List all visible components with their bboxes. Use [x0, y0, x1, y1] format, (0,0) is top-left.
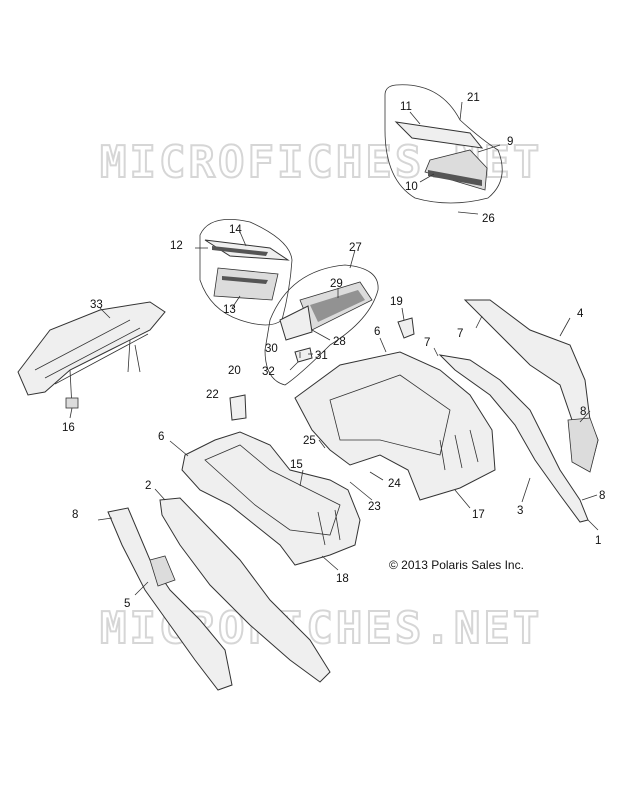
callout-4: 4 [577, 308, 584, 320]
callout-6-rear: 6 [374, 326, 380, 338]
part-17-inner [329, 374, 451, 456]
part-19-bracket [397, 317, 415, 339]
part-29-mesh [310, 290, 365, 322]
part-13-panel [213, 267, 279, 301]
callout-15: 15 [290, 459, 303, 471]
callout-17: 17 [472, 509, 485, 521]
callout-8-lower: 8 [599, 490, 605, 502]
callout-26: 26 [482, 213, 495, 225]
callout-8-upper: 8 [580, 406, 586, 418]
part-28-bracket [279, 305, 313, 341]
part-18-inner [204, 444, 341, 536]
part-10-vent [428, 170, 482, 186]
part-16-foot [65, 397, 79, 409]
part-18-floor-tub [181, 431, 361, 566]
callout-25: 25 [303, 435, 316, 447]
callout-6-front: 6 [158, 431, 164, 443]
group-outline-27-32 [264, 264, 379, 386]
callout-23: 23 [368, 501, 381, 513]
callout-11: 11 [400, 101, 412, 113]
callout-20: 20 [228, 365, 241, 377]
callout-10: 10 [405, 181, 418, 193]
callout-7-center: 7 [424, 337, 430, 349]
callout-27: 27 [349, 242, 362, 254]
callout-8-left: 8 [72, 509, 78, 521]
copyright-text: © 2013 Polaris Sales Inc. [389, 558, 524, 572]
group-outline-9-10-11 [384, 84, 503, 204]
part-33-tunnel [17, 301, 166, 396]
part-31-clip [294, 347, 313, 363]
callout-21: 21 [467, 92, 480, 104]
callout-22: 22 [206, 389, 219, 401]
part-17-ribs [439, 429, 479, 471]
part-2-rail [159, 497, 331, 683]
callout-24: 24 [388, 478, 401, 490]
callout-28: 28 [333, 336, 346, 348]
part-8-panel [567, 417, 599, 473]
part-18-ribs [317, 509, 341, 546]
callout-12: 12 [170, 240, 183, 252]
part-17-cargo-tub [294, 351, 496, 501]
callout-14: 14 [229, 224, 242, 236]
callout-13: 13 [223, 304, 236, 316]
leader-lines [69, 101, 599, 596]
callout-2: 2 [145, 480, 151, 492]
callout-30: 30 [265, 343, 278, 355]
part-14-vent [212, 246, 268, 256]
callout-19: 19 [390, 296, 403, 308]
callout-7-right: 7 [457, 328, 463, 340]
callout-1: 1 [595, 535, 601, 547]
callout-16: 16 [62, 422, 75, 434]
part-5-patch [149, 555, 176, 587]
callout-31: 31 [315, 350, 328, 362]
group-outline-12-13-14 [199, 219, 293, 326]
callout-9: 9 [507, 136, 513, 148]
callout-3: 3 [517, 505, 523, 517]
callout-labels: 1 2 3 4 5 6 6 7 7 8 8 8 9 10 11 12 13 14… [62, 92, 605, 610]
callout-18: 18 [336, 573, 349, 585]
callout-29: 29 [330, 278, 343, 290]
callout-32: 32 [262, 366, 275, 378]
part-11-panel [394, 121, 484, 149]
callout-5: 5 [124, 598, 130, 610]
callout-33: 33 [90, 299, 103, 311]
part-13-vent [222, 276, 268, 284]
part-22-bracket [229, 394, 247, 421]
